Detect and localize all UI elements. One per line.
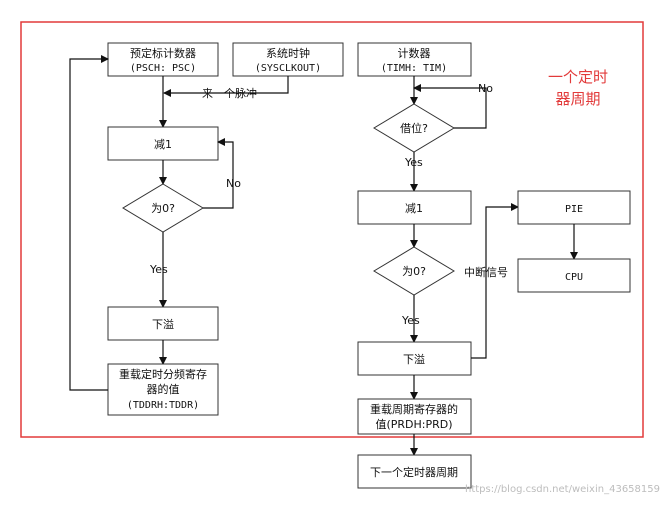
timer-cycle-title-line-2: 器周期 — [555, 90, 600, 108]
reload-prescaler-line-2: 器的值 — [147, 382, 180, 396]
reload-prescaler-line-1: 重载定时分频寄存 — [119, 367, 207, 381]
cpu-box: CPU — [517, 258, 631, 293]
right-overflow-box: 下溢 — [357, 341, 472, 376]
right-yes-label: Yes — [401, 314, 420, 327]
borrow-decision-label: 借位? — [400, 121, 428, 135]
pulse-arrow — [163, 76, 289, 97]
timer-cycle-title-line-1: 一个定时 — [548, 68, 608, 86]
right-decrement-label: 减1 — [405, 202, 423, 215]
left-reload-loop-arrow — [69, 55, 109, 391]
counter-register: (TIMH: TIM) — [381, 63, 447, 74]
reload-period-box: 重载周期寄存器的 值(PRDH:PRD) — [357, 398, 472, 435]
left-zero-decision-label: 为0? — [151, 202, 175, 215]
left-zero-decision: 为0? — [122, 183, 204, 233]
left-no-label: No — [226, 177, 241, 190]
right-decrement-box: 减1 — [357, 190, 472, 225]
left-overflow-box: 下溢 — [107, 306, 219, 341]
interrupt-signal-arrow — [471, 203, 519, 359]
left-yes-label: Yes — [149, 263, 168, 276]
borrow-no-label: No — [478, 82, 493, 95]
left-decrement-label: 减1 — [154, 138, 172, 151]
right-zero-decision: 为0? — [373, 246, 455, 296]
prescaler-counter-register: (PSCH: PSC) — [130, 63, 196, 74]
reload-period-line-1: 重载周期寄存器的 — [370, 402, 458, 416]
right-zero-decision-label: 为0? — [402, 265, 426, 278]
borrow-yes-label: Yes — [404, 156, 423, 169]
next-timer-cycle-box: 下一个定时器周期 — [357, 454, 472, 489]
left-no-loop-arrow — [203, 138, 234, 209]
reload-prescaler-box: 重载定时分频寄存 器的值 (TDDRH:TDDR) — [107, 363, 219, 416]
left-decrement-box: 减1 — [107, 126, 219, 161]
next-timer-cycle-label: 下一个定时器周期 — [370, 465, 458, 479]
counter-label: 计数器 — [398, 47, 431, 60]
reload-period-line-2: 值(PRDH:PRD) — [375, 418, 452, 431]
watermark-text: https://blog.csdn.net/weixin_43658159 — [465, 484, 660, 495]
interrupt-signal-label: 中断信号 — [464, 265, 508, 279]
right-overflow-label: 下溢 — [403, 352, 425, 366]
system-clock-label: 系统时钟 — [266, 46, 310, 60]
borrow-no-loop-arrow — [413, 84, 487, 129]
pulse-label: 来一个脉冲 — [202, 86, 257, 100]
left-overflow-label: 下溢 — [152, 317, 174, 331]
system-clock-box: 系统时钟 (SYSCLKOUT) — [232, 42, 344, 77]
borrow-decision: 借位? — [373, 103, 455, 153]
system-clock-signal: (SYSCLKOUT) — [255, 63, 321, 74]
pie-box: PIE — [517, 190, 631, 225]
prescaler-counter-box: 预定标计数器 (PSCH: PSC) — [107, 42, 219, 77]
counter-box: 计数器 (TIMH: TIM) — [357, 42, 472, 77]
reload-prescaler-register: (TDDRH:TDDR) — [127, 400, 199, 411]
pie-label: PIE — [565, 204, 583, 215]
timer-cycle-frame — [20, 21, 644, 438]
prescaler-counter-label: 预定标计数器 — [130, 46, 196, 60]
cpu-label: CPU — [565, 272, 583, 283]
